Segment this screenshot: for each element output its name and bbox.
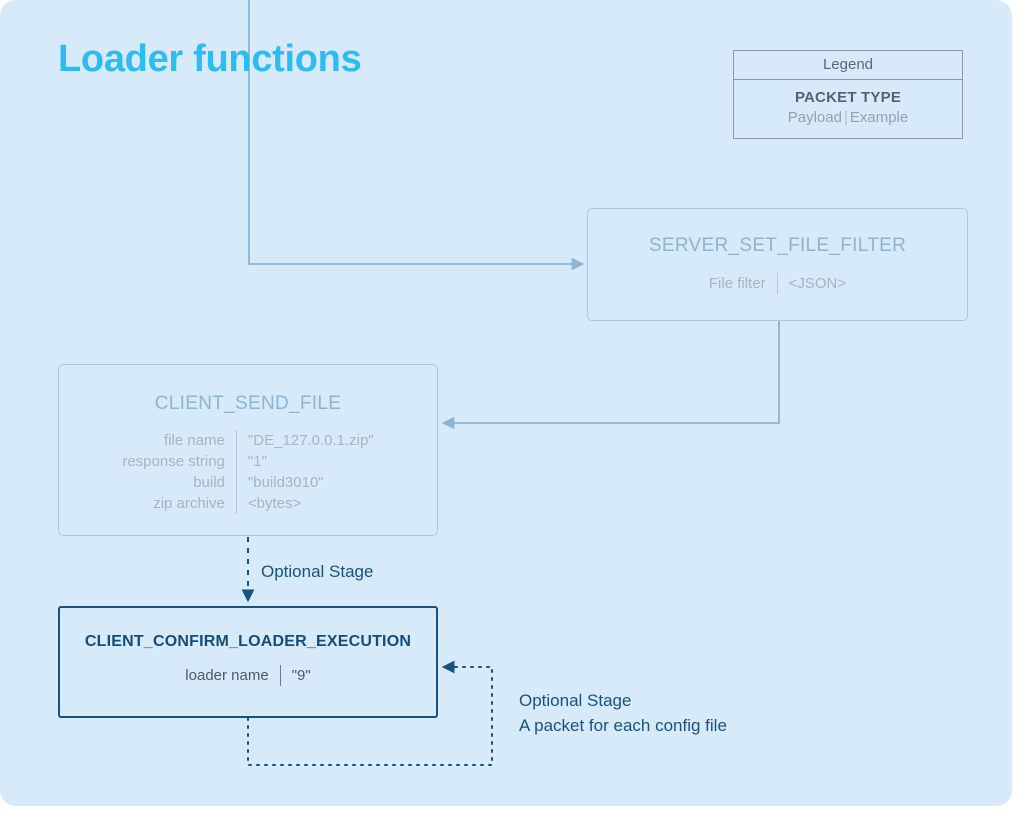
payload-value: "build3010" bbox=[235, 472, 374, 493]
payload-key: file name bbox=[164, 432, 225, 449]
packet-payload-table: File filter <JSON> bbox=[708, 273, 847, 294]
payload-value: <bytes> bbox=[235, 493, 374, 514]
payload-value: "1" bbox=[235, 451, 374, 472]
annotation-line-2: A packet for each config file bbox=[519, 716, 727, 735]
payload-value: <JSON> bbox=[776, 273, 847, 294]
packet-box-server-set-file-filter[interactable]: SERVER_SET_FILE_FILTER File filter <JSON… bbox=[587, 208, 968, 321]
payload-row: loader name "9" bbox=[185, 665, 311, 686]
annotation-line-1: Optional Stage bbox=[519, 691, 632, 710]
payload-row: build "build3010" bbox=[122, 472, 374, 493]
legend-packet-type: PACKET TYPE bbox=[794, 89, 902, 106]
payload-key: File filter bbox=[708, 275, 766, 292]
packet-title: CLIENT_SEND_FILE bbox=[154, 393, 342, 414]
legend-example-label: Example bbox=[849, 109, 909, 126]
payload-value: "9" bbox=[279, 665, 311, 686]
payload-key: response string bbox=[122, 453, 225, 470]
payload-row: file name "DE_127.0.0.1.zip" bbox=[122, 430, 374, 451]
packet-box-client-send-file[interactable]: CLIENT_SEND_FILE file name "DE_127.0.0.1… bbox=[58, 364, 438, 536]
legend-payload-label: Payload bbox=[787, 109, 842, 126]
page-title: Loader functions bbox=[58, 38, 362, 80]
payload-row: zip archive <bytes> bbox=[122, 493, 374, 514]
annotation-optional-stage-1: Optional Stage bbox=[261, 562, 374, 581]
packet-title: CLIENT_CONFIRM_LOADER_EXECUTION bbox=[84, 633, 412, 650]
annotation-optional-stage-2: Optional Stage A packet for each config … bbox=[519, 688, 727, 738]
payload-key: loader name bbox=[185, 667, 269, 684]
legend-box: Legend PACKET TYPE Payload|Example bbox=[733, 50, 963, 139]
legend-payload-example: Payload|Example bbox=[734, 109, 962, 126]
payload-row: response string "1" bbox=[122, 451, 374, 472]
payload-key: zip archive bbox=[153, 495, 225, 512]
packet-title: SERVER_SET_FILE_FILTER bbox=[648, 235, 907, 256]
payload-row: File filter <JSON> bbox=[708, 273, 847, 294]
packet-payload-table: file name "DE_127.0.0.1.zip" response st… bbox=[122, 430, 374, 514]
packet-payload-table: loader name "9" bbox=[185, 665, 311, 686]
legend-body: PACKET TYPE Payload|Example bbox=[734, 80, 962, 138]
legend-separator: | bbox=[843, 109, 848, 126]
payload-key: build bbox=[193, 474, 225, 491]
packet-box-client-confirm-loader-execution[interactable]: CLIENT_CONFIRM_LOADER_EXECUTION loader n… bbox=[58, 606, 438, 718]
legend-header: Legend bbox=[734, 51, 962, 80]
payload-value: "DE_127.0.0.1.zip" bbox=[235, 430, 374, 451]
